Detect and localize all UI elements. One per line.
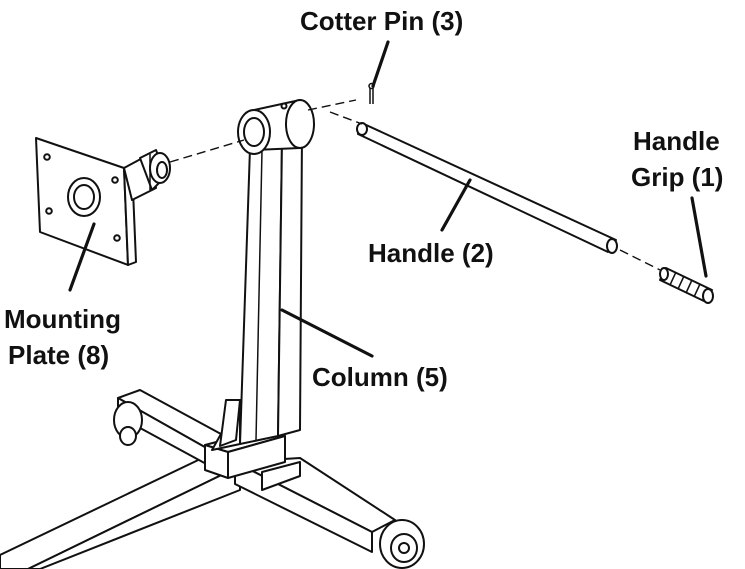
- handle: [356, 122, 618, 254]
- base-frame: [0, 389, 425, 569]
- column: [211, 99, 315, 451]
- leader-mounting-plate: [68, 222, 96, 292]
- label-handle: Handle (2): [368, 238, 494, 268]
- labels: Cotter Pin (3) Handle Grip (1) Handle (2…: [4, 6, 723, 392]
- label-handle-grip-line2: Grip (1): [631, 162, 723, 192]
- leader-lines: [68, 40, 708, 358]
- label-column: Column (5): [312, 362, 448, 392]
- leader-cotter-pin: [371, 40, 390, 88]
- leader-column: [280, 308, 374, 358]
- label-mounting-plate-line2: Plate (8): [8, 340, 109, 370]
- label-mounting-plate-line1: Mounting: [4, 304, 121, 334]
- label-cotter-pin: Cotter Pin (3): [300, 6, 463, 36]
- label-handle-grip-line1: Handle: [633, 126, 720, 156]
- mounting-plate: [35, 137, 171, 266]
- handle-grip: [659, 267, 714, 304]
- leader-handle: [440, 178, 472, 232]
- assembly-lines: [169, 99, 661, 271]
- leader-handle-grip: [690, 196, 708, 278]
